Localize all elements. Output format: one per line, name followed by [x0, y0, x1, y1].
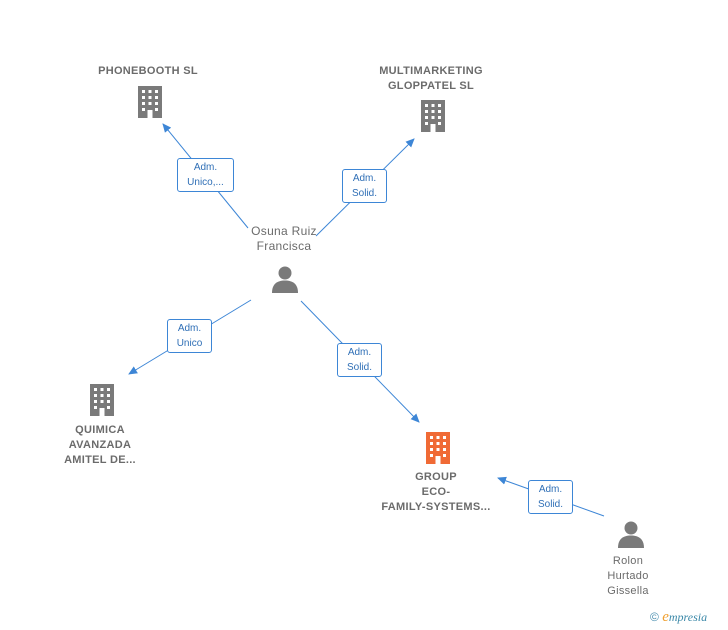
- phonebooth-name[interactable]: PHONEBOOTH SL: [98, 65, 198, 77]
- edge-label-line1: Adm.: [352, 173, 377, 184]
- edge-label-osuna-quimica[interactable]: Adm. Unico: [167, 319, 212, 353]
- group-name-line1[interactable]: GROUP: [415, 471, 457, 483]
- edge-label-rolon-group[interactable]: Adm. Solid.: [528, 480, 573, 514]
- edge-label-osuna-phonebooth[interactable]: Adm. Unico,...: [177, 158, 234, 192]
- brand-initial: e: [662, 609, 669, 625]
- building-icon[interactable]: [86, 382, 118, 418]
- rolon-name-line3[interactable]: Gissella: [607, 585, 649, 597]
- osuna-name-line1[interactable]: Osuna Ruiz: [251, 224, 317, 238]
- person-icon[interactable]: [270, 264, 300, 294]
- group-name-line2[interactable]: ECO-: [421, 486, 451, 498]
- edge-label-line2: Unico,...: [187, 177, 224, 188]
- quimica-name-line2[interactable]: AVANZADA: [68, 439, 132, 451]
- building-icon-highlight[interactable]: [422, 430, 454, 466]
- quimica-name-line1[interactable]: QUIMICA: [75, 424, 125, 436]
- company-label-multimarketing[interactable]: MULTIMARKETING GLOPPATEL SL: [361, 64, 501, 94]
- quimica-name-line3[interactable]: AMITEL DE...: [64, 454, 136, 466]
- person-label-rolon[interactable]: Rolon Hurtado Gissella: [588, 554, 668, 599]
- edge-label-line1: Adm.: [538, 484, 563, 495]
- company-label-quimica[interactable]: QUIMICA AVANZADA AMITEL DE...: [40, 423, 160, 468]
- person-icon[interactable]: [616, 519, 646, 549]
- company-label-group[interactable]: GROUP ECO- FAMILY-SYSTEMS...: [356, 470, 516, 515]
- footer-brand: © empresia: [650, 609, 707, 626]
- edge-label-line1: Adm.: [177, 323, 202, 334]
- rolon-name-line2[interactable]: Hurtado: [607, 570, 649, 582]
- copyright-icon: ©: [650, 610, 659, 624]
- building-icon[interactable]: [134, 84, 166, 120]
- brand-name: mpresia: [668, 610, 708, 624]
- edge-label-line2: Solid.: [351, 188, 377, 199]
- edge-label-osuna-group[interactable]: Adm. Solid.: [337, 343, 382, 377]
- multimarketing-name-line1[interactable]: MULTIMARKETING: [379, 65, 483, 77]
- edge-label-osuna-multimarketing[interactable]: Adm. Solid.: [342, 169, 387, 203]
- multimarketing-name-line2[interactable]: GLOPPATEL SL: [387, 80, 475, 92]
- company-label-phonebooth[interactable]: PHONEBOOTH SL: [78, 64, 218, 79]
- edge-label-line2: Unico: [176, 338, 203, 349]
- rolon-name-line1[interactable]: Rolon: [612, 555, 644, 567]
- edge-label-line1: Adm.: [193, 162, 218, 173]
- osuna-name-line2[interactable]: Francisca: [256, 239, 312, 253]
- building-icon[interactable]: [417, 98, 449, 134]
- edge-label-line2: Solid.: [537, 499, 563, 510]
- edge-label-line2: Solid.: [346, 362, 372, 373]
- person-label-osuna[interactable]: Osuna Ruiz Francisca: [224, 224, 344, 254]
- edge-label-line1: Adm.: [347, 347, 372, 358]
- group-name-line3[interactable]: FAMILY-SYSTEMS...: [381, 501, 491, 513]
